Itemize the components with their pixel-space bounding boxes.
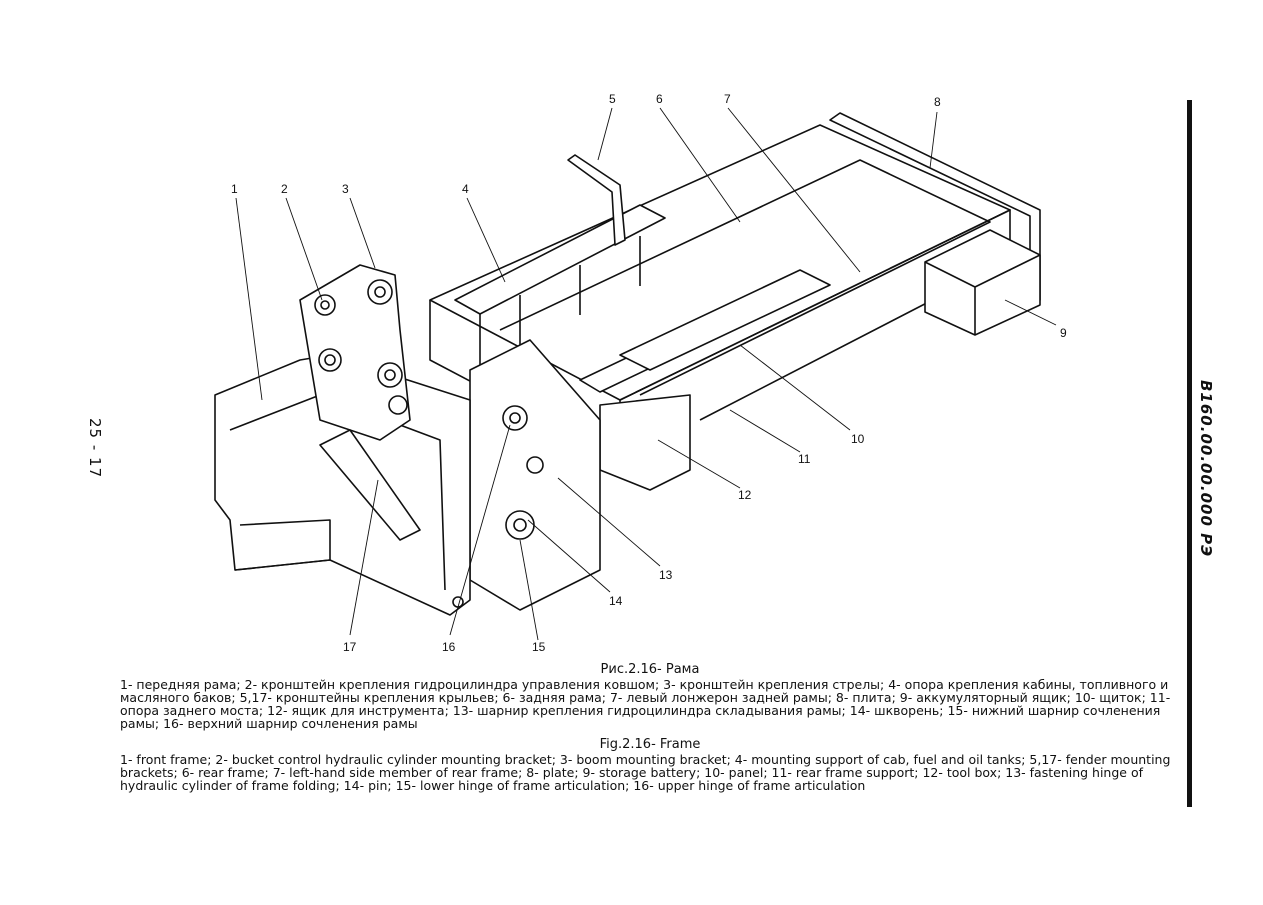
rear-frame-inner-rail [499,159,991,396]
leader-4 [466,197,506,283]
callout-14: 14 [609,594,623,608]
leader-12 [657,439,741,489]
callout-5: 5 [609,92,616,106]
fender-bracket-5 [567,154,626,246]
leader-9 [1004,299,1057,326]
callout-3: 3 [342,182,349,196]
callout-17: 17 [343,640,357,654]
leader-14 [527,519,611,593]
leader-8 [929,111,938,169]
leader-6 [659,107,741,223]
callout-16: 16 [442,640,456,654]
callout-13: 13 [659,568,673,582]
callout-11: 11 [798,452,811,466]
cylinder-hinge [526,456,544,474]
cab-support [454,204,666,315]
leader-11 [729,409,801,453]
leader-3 [349,197,376,269]
frame-illustration: 1 2 3 4 5 6 7 8 9 10 11 12 13 14 15 16 1… [214,92,1067,654]
upper-hinge [502,405,528,431]
leader-5 [597,107,613,161]
callout-9: 9 [1060,326,1067,340]
margin-rule [1187,100,1192,807]
callout-12: 12 [738,488,752,502]
callout-6: 6 [656,92,663,106]
leader-16 [449,424,511,636]
caption-title-ru: Рис.2.16- Рама [600,662,700,677]
caption-title-en: Fig.2.16- Frame [599,737,701,752]
rear-frame-side-face [619,209,1011,421]
tool-box [599,394,691,491]
callout-10: 10 [851,432,865,446]
leader-7 [727,107,861,273]
document-code: В160.00.00.000 РЭ [1197,380,1215,558]
caption-text-ru: 1- передняя рама; 2- кронштейн крепления… [120,677,1171,731]
leader-1 [235,197,263,401]
leader-2 [285,197,323,301]
leader-17 [349,479,379,636]
leader-10 [739,344,851,431]
leader-15 [519,539,539,641]
page-number: 25 - 17 [86,418,104,479]
callout-7: 7 [724,92,731,106]
callout-1: 1 [231,182,238,196]
callout-15: 15 [532,640,546,654]
leader-13 [557,477,661,567]
caption-text-en: 1- front frame; 2- bucket control hydrau… [120,752,1171,793]
callout-2: 2 [281,182,288,196]
callout-4: 4 [462,182,469,196]
callout-8: 8 [934,95,941,109]
